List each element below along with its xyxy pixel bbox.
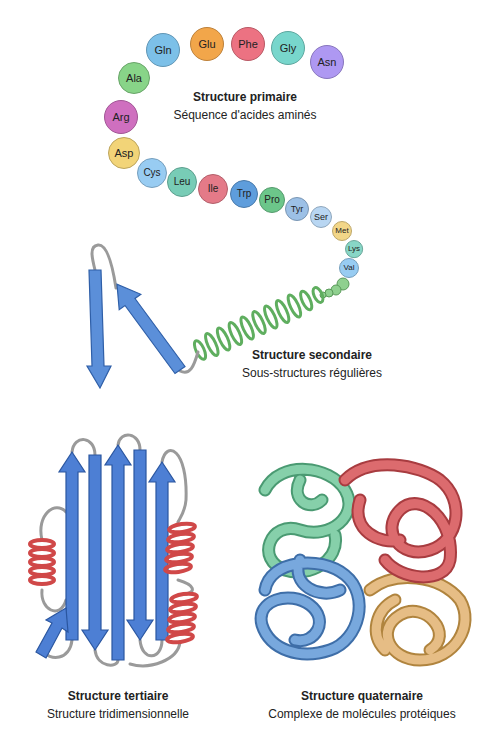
loop xyxy=(41,508,66,540)
amino-acid-name: Glu xyxy=(198,39,215,50)
bead-circle xyxy=(119,63,150,94)
amino-acid-name: Trp xyxy=(237,189,252,199)
loop xyxy=(180,352,198,372)
loop xyxy=(42,590,66,611)
subunit-tube-outline xyxy=(261,560,359,654)
amino-acid-bead: Arg xyxy=(104,100,138,134)
protein-subunit xyxy=(370,578,465,660)
amino-acid-name: Ser xyxy=(314,213,328,222)
bead-circle xyxy=(191,28,224,61)
amino-acid-name: Lys xyxy=(348,245,360,253)
structure-heading: Structure quaternaire xyxy=(301,689,423,703)
helix-turn xyxy=(192,339,208,361)
amino-acid-name: Leu xyxy=(174,177,191,187)
amino-acid-bead: Lys xyxy=(345,240,363,258)
beta-strand xyxy=(105,445,131,660)
beta-strand xyxy=(127,450,153,640)
bead-circle xyxy=(311,207,332,228)
amino-acid-name: Gln xyxy=(154,45,171,56)
amino-acid-name: Met xyxy=(335,227,348,235)
beta-strand xyxy=(82,455,108,650)
bead-circle xyxy=(345,240,362,257)
structure-heading: Structure tertiaire xyxy=(68,689,169,703)
amino-acid-name: Pro xyxy=(264,195,280,205)
beta-strand xyxy=(117,284,185,373)
amino-acid-name: Asn xyxy=(318,57,337,68)
amino-acid-bead: Ser xyxy=(310,206,332,228)
amino-acid-bead: Pro xyxy=(259,187,285,213)
amino-acid-bead: Asp xyxy=(108,137,140,169)
structure-heading: Structure secondaire xyxy=(252,348,372,362)
amino-acid-name: Ile xyxy=(208,184,219,194)
helix-turn xyxy=(30,576,54,584)
bead-circle xyxy=(340,259,359,278)
helix-turn xyxy=(30,549,54,557)
subunit-tube xyxy=(370,578,465,660)
helix-turn xyxy=(311,286,325,304)
amino-acid-bead: Met xyxy=(332,221,352,241)
bead-circle xyxy=(286,198,309,221)
protein-subunit xyxy=(345,465,456,577)
helix-turn xyxy=(165,562,192,574)
bead-circle xyxy=(232,28,265,61)
quaternary-structure xyxy=(261,465,465,660)
amino-acid-bead: Leu xyxy=(167,167,197,197)
beta-strand xyxy=(36,608,68,658)
bead-circle xyxy=(147,34,180,67)
helix-turn xyxy=(30,567,54,575)
subunit-tube-outline xyxy=(345,465,456,577)
amino-acid-bead: Cys xyxy=(137,158,167,188)
amino-acid-bead: Glu xyxy=(190,27,224,61)
amino-acid-bead: Tyr xyxy=(285,197,309,221)
alpha-helix xyxy=(30,522,197,644)
amino-acid-bead: Asn xyxy=(310,45,344,79)
amino-acid-bead: Val xyxy=(339,258,359,278)
bead-circle xyxy=(138,159,167,188)
amino-acid-name: Arg xyxy=(112,112,129,123)
amino-acid-name: Ala xyxy=(126,73,142,84)
subunit-tube xyxy=(261,560,359,654)
beta-strand xyxy=(87,270,111,388)
bead-circle xyxy=(199,175,228,204)
bead-circle xyxy=(105,101,138,134)
amino-acid-name: Asp xyxy=(115,148,134,159)
bead-circle xyxy=(168,168,197,197)
bead-circle xyxy=(231,181,258,208)
protein-subunit xyxy=(261,560,359,654)
amino-acid-name: Tyr xyxy=(291,205,304,214)
helix-turn xyxy=(167,632,194,644)
amino-acid-bead: Ile xyxy=(198,174,228,204)
structure-description: Séquence d'acides aminés xyxy=(173,108,316,122)
amino-acid-bead: Trp xyxy=(230,180,258,208)
loop xyxy=(140,640,162,656)
loop xyxy=(130,642,180,666)
structure-description: Sous-structures régulières xyxy=(242,366,382,380)
bead-circle xyxy=(109,138,140,169)
amino-acid-bead: Ala xyxy=(118,62,150,94)
helix-turn xyxy=(30,558,54,566)
structure-heading: Structure primaire xyxy=(193,90,297,104)
loop xyxy=(118,435,140,450)
bead-circle xyxy=(272,32,305,65)
tertiary-structure xyxy=(30,435,197,666)
amino-acid-bead: Gly xyxy=(271,31,305,65)
subunit-tube xyxy=(345,465,456,577)
structure-description: Complexe de molécules protéiques xyxy=(268,707,455,721)
bead-circle xyxy=(311,46,344,79)
amino-acid-bead: Phe xyxy=(231,27,265,61)
amino-acid-name: Phe xyxy=(238,39,258,50)
bead-circle xyxy=(333,222,352,241)
loop xyxy=(72,440,95,455)
amino-acid-name: Val xyxy=(344,264,355,272)
amino-acid-bead: Gln xyxy=(146,33,180,67)
amino-acid-name: Cys xyxy=(143,168,160,178)
amino-acid-name: Gly xyxy=(280,43,297,54)
helix-turn xyxy=(30,540,54,548)
structure-description: Structure tridimensionnelle xyxy=(47,707,189,721)
subunit-tube-outline xyxy=(370,578,465,660)
bead-circle xyxy=(260,188,285,213)
